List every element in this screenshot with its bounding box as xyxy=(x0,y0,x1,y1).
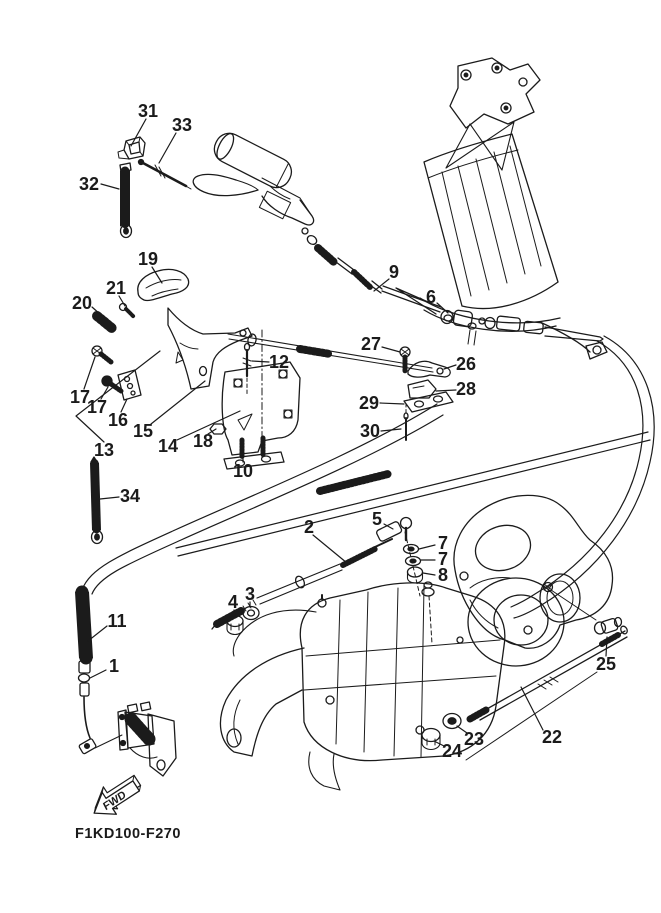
lower-cable-end xyxy=(75,585,123,755)
callout-leader-15 xyxy=(150,380,206,425)
callout-leader-28 xyxy=(435,389,457,392)
link-cluster xyxy=(399,346,454,441)
shift-rod-lower xyxy=(421,625,628,761)
callout-leader-11 xyxy=(87,625,108,642)
callout-leader-8 xyxy=(422,572,436,576)
cable-loop-right xyxy=(510,335,655,619)
cable-clamp-31 xyxy=(117,136,146,160)
callout-leader-22 xyxy=(520,686,544,731)
engine-assembly xyxy=(219,577,565,791)
callout-leader-17 xyxy=(100,386,109,400)
callout-13: 13 xyxy=(94,440,114,460)
callout-21: 21 xyxy=(106,278,126,298)
callout-leader-2 xyxy=(312,534,348,564)
callout-34: 34 xyxy=(120,486,140,506)
handlebar-assembly xyxy=(192,132,315,226)
callout-5: 5 xyxy=(372,509,382,529)
callout-31: 31 xyxy=(138,101,158,121)
callout-leader-24 xyxy=(433,740,445,747)
callout-leader-26 xyxy=(443,364,457,370)
callout-leader-9 xyxy=(373,278,390,292)
callout-19: 19 xyxy=(138,249,158,269)
callout-18: 18 xyxy=(193,431,213,451)
callout-leader-16 xyxy=(120,398,128,413)
callout-leader-5 xyxy=(383,523,394,530)
callout-12: 12 xyxy=(269,352,289,372)
callout-leader-31 xyxy=(130,118,147,147)
cable-adjuster-assembly xyxy=(211,516,424,635)
callout-33: 33 xyxy=(172,115,192,135)
callout-4: 4 xyxy=(228,592,238,612)
callout-leader-29 xyxy=(379,402,405,405)
shift-rod-lever xyxy=(227,333,434,373)
diagram-code: F1KD100-F270 xyxy=(75,826,181,842)
callout-leader-17 xyxy=(83,356,96,390)
callout-leader-30 xyxy=(380,428,402,432)
fwd-arrow: FWD xyxy=(93,774,142,815)
callout-29: 29 xyxy=(359,393,379,413)
callout-leader-25 xyxy=(605,636,608,657)
cable-tie-34 xyxy=(90,456,104,545)
callout-leader-32 xyxy=(100,183,120,190)
diagonal-cable xyxy=(175,431,651,557)
callout-3: 3 xyxy=(245,584,255,604)
callout-8: 8 xyxy=(438,565,448,585)
callout-7: 7 xyxy=(438,533,448,553)
callout-30: 30 xyxy=(360,421,380,441)
callout-leader-27 xyxy=(381,346,401,353)
callout-7: 7 xyxy=(438,549,448,569)
callout-leader-4 xyxy=(233,609,236,617)
callout-23: 23 xyxy=(464,729,484,749)
callout-leader-20 xyxy=(91,306,102,316)
callout-leader-18 xyxy=(207,428,217,435)
callout-leader-12 xyxy=(251,360,270,363)
cable-tie-32 xyxy=(119,162,133,239)
callout-17: 17 xyxy=(70,387,90,407)
callout-22: 22 xyxy=(542,727,562,747)
cable-loop-left xyxy=(81,403,444,595)
callout-2: 2 xyxy=(304,517,314,537)
callout-1: 1 xyxy=(109,656,119,676)
callout-16: 16 xyxy=(108,410,128,430)
callout-10: 10 xyxy=(233,461,253,481)
callout-11: 11 xyxy=(107,611,126,631)
steering-column-assembly xyxy=(395,57,608,360)
callout-27: 27 xyxy=(361,334,381,354)
callout-9: 9 xyxy=(389,262,399,282)
callout-leader-14 xyxy=(176,410,241,441)
throttle-cable-upper-9 xyxy=(301,227,604,342)
callout-15: 15 xyxy=(133,421,153,441)
callout-leader-19 xyxy=(151,266,163,284)
callout-6: 6 xyxy=(426,287,436,307)
callout-24: 24 xyxy=(442,741,462,761)
mount-bracket-lower-left xyxy=(117,701,177,777)
callout-28: 28 xyxy=(456,379,476,399)
callout-25: 25 xyxy=(596,654,616,674)
pin-33 xyxy=(137,158,192,190)
callout-leader-21 xyxy=(118,295,126,307)
callout-14: 14 xyxy=(158,436,178,456)
callout-leader-23 xyxy=(456,725,468,734)
callout-20: 20 xyxy=(72,293,92,313)
callout-leader-34 xyxy=(99,496,120,500)
callout-leader-13 xyxy=(75,350,161,443)
callout-leader-33 xyxy=(158,132,177,164)
callout-leader-6 xyxy=(436,302,449,314)
callout-leader-1 xyxy=(89,669,107,679)
intake-manifold xyxy=(453,494,623,649)
callout-32: 32 xyxy=(79,174,99,194)
callout-leader-7 xyxy=(418,544,436,550)
callout-17: 17 xyxy=(87,397,107,417)
callout-26: 26 xyxy=(456,354,476,374)
